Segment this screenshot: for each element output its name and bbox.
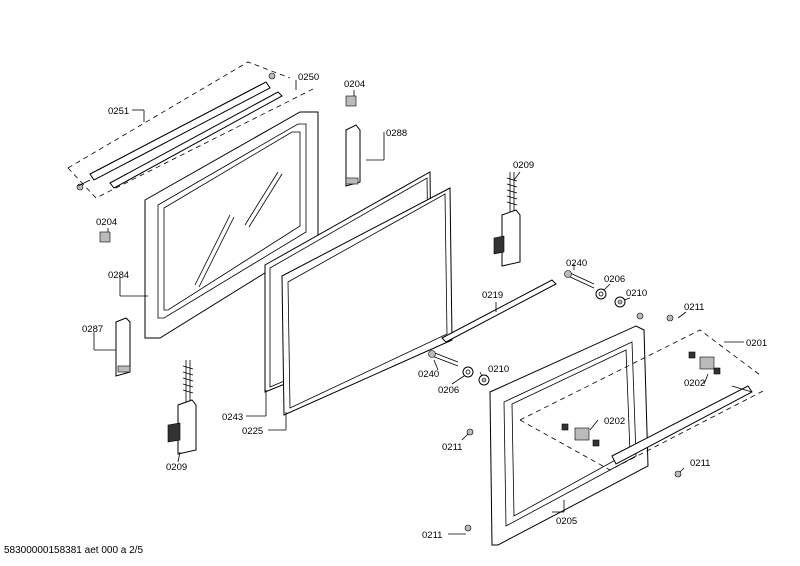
hinge-0209-left: [167, 360, 197, 455]
label-0209-right: 0209: [513, 160, 534, 171]
screw-0240-upper: [564, 270, 595, 289]
bracket-0288: [345, 124, 361, 187]
label-0225: 0225: [242, 426, 263, 437]
label-0201: 0201: [746, 338, 767, 349]
washer-0206-upper: [595, 288, 607, 300]
label-0202-right: 0202: [684, 378, 705, 389]
label-0251: 0251: [108, 106, 129, 117]
document-footer: 58300000158381 aet 000 a 2/5: [4, 545, 144, 556]
label-0206-lower: 0206: [438, 385, 459, 396]
screws-0211: [464, 314, 682, 532]
label-0240-upper: 0240: [566, 258, 587, 269]
bracket-0287: [115, 317, 131, 377]
bushing-0210-upper: [614, 296, 626, 308]
clip-0204-top: [345, 95, 357, 107]
label-0211-right: 0211: [690, 458, 710, 469]
washer-0206-lower: [462, 366, 474, 378]
label-0205: 0205: [556, 516, 577, 527]
hinge-0209-right: [493, 172, 521, 267]
outer-door-0205: [489, 312, 649, 546]
label-0204-left: 0204: [96, 217, 117, 228]
label-0240-lower: 0240: [418, 369, 439, 380]
clip-0204-left: [99, 231, 111, 243]
label-0206-upper: 0206: [604, 274, 625, 285]
label-0204-top: 0204: [344, 79, 365, 90]
label-0209-left: 0209: [166, 462, 187, 473]
label-0287: 0287: [82, 324, 103, 335]
label-0210-lower: 0210: [488, 364, 509, 375]
label-0211-bottom: 0211: [422, 530, 442, 541]
rod-0219: [441, 279, 557, 343]
screw-0240-lower: [428, 350, 459, 367]
top-rail-assembly: [67, 61, 316, 199]
part-labels: 0251 0250 0204 0288 0204 0284 0287 0209 …: [82, 72, 767, 541]
label-0284: 0284: [108, 270, 129, 281]
label-0211-left: 0211: [442, 442, 462, 453]
label-0219: 0219: [482, 290, 503, 301]
leader-lines: [93, 80, 744, 535]
glass-panes: [264, 171, 453, 416]
label-0250: 0250: [298, 72, 319, 83]
label-0288: 0288: [386, 128, 407, 139]
handle-assembly: [519, 329, 766, 471]
label-0202-center: 0202: [604, 416, 625, 427]
label-0243: 0243: [222, 412, 243, 423]
label-0211-top: 0211: [684, 302, 704, 313]
label-0210-upper: 0210: [626, 288, 647, 299]
bushing-0210-lower: [478, 374, 490, 386]
